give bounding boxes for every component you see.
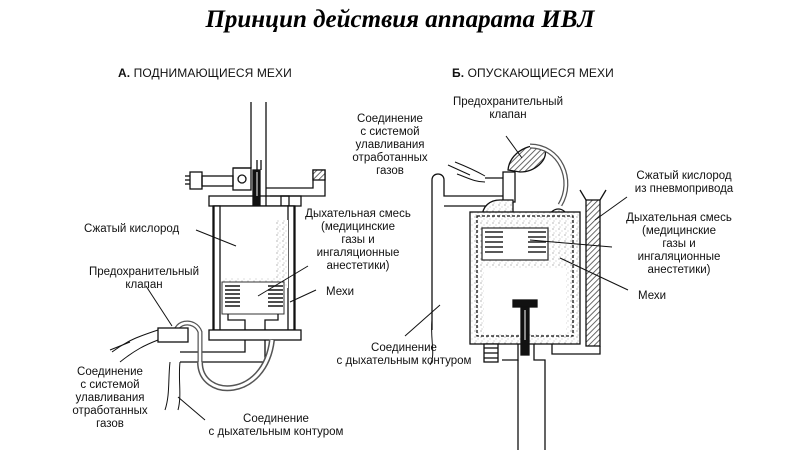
label-line: газы и [341,234,375,246]
panel-b-letter: Б. [452,66,465,80]
label-a-relief-valve: Предохранительный клапан [80,266,208,292]
label-line: газов [376,165,404,177]
panel-b-device [429,143,607,450]
top-plate [208,195,290,207]
label-line: Дыхательная смесь [305,208,411,220]
base-plate [208,329,302,341]
label-line: газов [96,418,124,430]
label-line: из пневмопривода [634,183,734,195]
label-line: (медицинские [642,225,716,237]
panel-a-heading: А. ПОДНИМАЮЩИЕСЯ МЕХИ [118,66,292,80]
adjust-knob [189,171,203,190]
label-line: с дыхательным контуром [336,355,472,367]
bellows-b [485,231,546,253]
panel-b-heading-text: ОПУСКАЮЩИЕСЯ МЕХИ [467,66,614,80]
panel-b-leaders [404,135,629,337]
label-b-relief-valve: Предохранительный клапан [446,96,570,122]
label-a-breathing-circuit: Соединение с дыхательным контуром [196,413,356,439]
diagram-title: Принцип действия аппарата ИВЛ [205,6,595,33]
label-line: анестетики) [647,264,711,276]
bellows-a [221,281,285,315]
label-line: с системой [80,379,140,391]
label-line: (медицинские [321,221,395,233]
label-line: Сжатый кислород [636,170,732,182]
panel-a-leaders [109,229,317,421]
label-line: с системой [360,126,420,138]
label-line: отработанных [72,405,148,417]
label-line: ингаляционные [637,251,721,263]
inlet-pipe-b [431,173,513,330]
label-line: ингаляционные [316,247,400,259]
label-line: с дыхательным контуром [208,426,344,438]
panel-a-device [111,102,326,411]
bracket-hatch [312,169,326,181]
label-line: Соединение [77,366,143,378]
label-b-scavenging: Соединение с системой улавливания отрабо… [340,113,440,178]
label-line: Соединение [371,342,437,354]
label-line: клапан [489,109,527,121]
label-b-compressed-oxygen: Сжатый кислород из пневмопривода [624,170,744,196]
label-a-breathing-mix: Дыхательная смесь (медицинские газы и ин… [298,208,418,273]
label-line: Соединение [357,113,423,125]
rod-coupling [232,167,252,191]
label-line: Предохранительный [89,266,199,278]
scavenging-port-a [157,327,189,343]
panel-a-letter: А. [118,66,131,80]
label-line: Соединение [243,413,309,425]
panel-a-heading-text: ПОДНИМАЮЩИЕСЯ МЕХИ [133,66,292,80]
label-line: Дыхательная смесь [626,212,732,224]
label-line: анестетики) [326,260,390,272]
label-line: Предохранительный [453,96,563,108]
breathing-hose-a [197,339,275,392]
label-line: улавливания [75,392,145,404]
label-line: газы и [662,238,696,250]
label-line: улавливания [355,139,425,151]
panel-b-heading: Б. ОПУСКАЮЩИЕСЯ МЕХИ [452,66,614,80]
label-b-bellows: Мехи [638,290,667,302]
label-a-compressed-oxygen: Сжатый кислород [84,223,180,235]
label-line: отработанных [352,152,428,164]
coupling-pin [237,174,247,184]
label-line: клапан [125,279,163,291]
label-a-scavenging: Соединение с системой улавливания отрабо… [70,366,150,431]
label-a-bellows: Мехи [326,286,355,298]
label-b-breathing-mix: Дыхательная смесь (медицинские газы и ин… [614,212,744,277]
label-b-breathing-circuit: Соединение с дыхательным контуром [334,342,474,368]
piston-head-b [512,299,538,308]
